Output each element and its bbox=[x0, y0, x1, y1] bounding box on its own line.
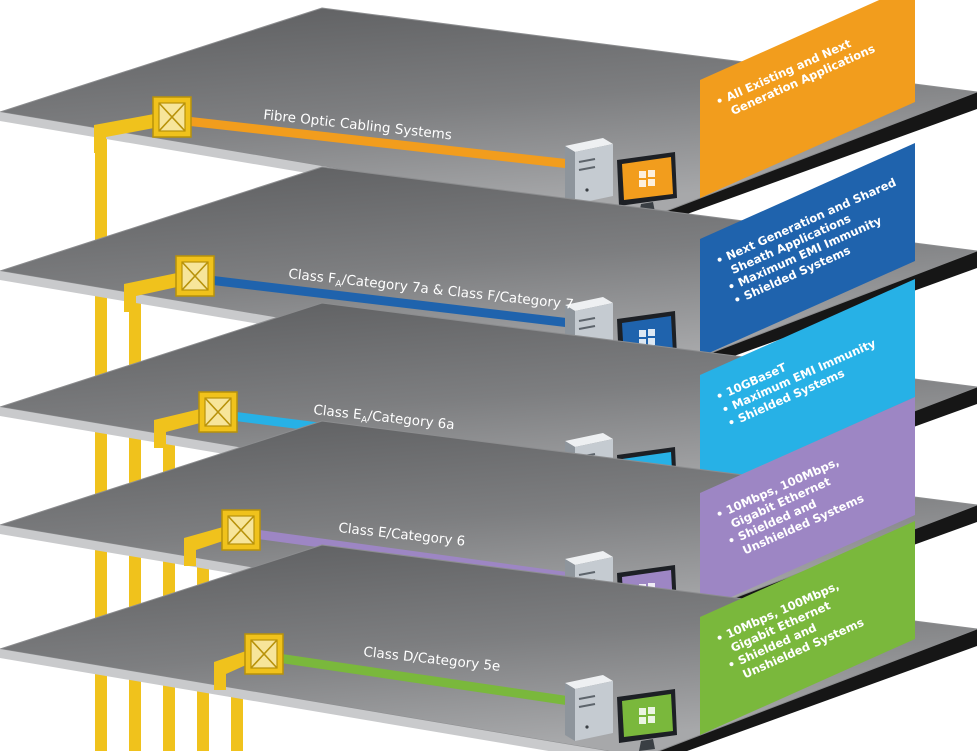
vertical-riser-cable bbox=[95, 669, 107, 751]
patch-panel-cross bbox=[227, 515, 255, 545]
vertical-riser-cable bbox=[163, 675, 175, 751]
patch-panel-cross bbox=[204, 397, 232, 427]
application-panel bbox=[700, 279, 915, 493]
monitor-stand bbox=[639, 739, 655, 751]
horizontal-cable bbox=[208, 275, 571, 328]
window-logo-pane bbox=[648, 170, 655, 177]
riser-shoulder-cable bbox=[124, 273, 177, 312]
window-logo-pane bbox=[648, 338, 655, 345]
window-logo-pane bbox=[648, 179, 655, 186]
vertical-riser-cable bbox=[197, 678, 209, 751]
riser-shoulder-cable bbox=[154, 409, 200, 448]
tower-drive-bay bbox=[578, 571, 596, 576]
window-logo-pane bbox=[648, 707, 655, 714]
application-panel bbox=[700, 397, 915, 611]
monitor-icon bbox=[617, 689, 677, 751]
tower-drive-bay bbox=[578, 317, 596, 322]
window-logo-pane bbox=[639, 708, 646, 715]
application-panel bbox=[700, 143, 915, 357]
tower-drive-bay bbox=[578, 703, 596, 708]
layer-title-part: Class F bbox=[288, 266, 337, 287]
tower-side bbox=[565, 683, 575, 741]
layer-title-subscript: A bbox=[335, 279, 343, 290]
monitor-screen bbox=[622, 694, 673, 737]
vertical-riser-cable bbox=[129, 672, 141, 751]
monitor-screen bbox=[622, 157, 673, 200]
patch-panel-icon bbox=[152, 96, 192, 138]
patch-panel-icon bbox=[198, 391, 238, 433]
tower-drive-bay bbox=[578, 695, 596, 700]
monitor-icon bbox=[617, 152, 677, 214]
tower-top bbox=[565, 551, 613, 565]
window-logo-icon bbox=[639, 707, 655, 724]
application-panel bbox=[700, 0, 915, 198]
patch-panel-icon bbox=[244, 633, 284, 675]
application-panel bbox=[700, 521, 915, 735]
layer-shadow bbox=[643, 92, 977, 230]
riser-shoulder-cable bbox=[214, 651, 246, 690]
window-logo-pane bbox=[639, 339, 646, 346]
computer-tower-icon bbox=[565, 138, 613, 204]
window-logo-pane bbox=[648, 583, 655, 590]
patch-panel-icon bbox=[221, 509, 261, 551]
patch-panel-cross bbox=[250, 639, 278, 669]
window-logo-pane bbox=[648, 329, 655, 336]
patch-panel-cross bbox=[181, 261, 209, 291]
riser-shoulder-cable bbox=[94, 114, 154, 153]
tower-drive-bay bbox=[578, 166, 596, 171]
patch-panel-icon bbox=[175, 255, 215, 297]
layer-title-part: Class E bbox=[313, 402, 363, 423]
layer-title-subscript: A bbox=[360, 415, 368, 426]
riser-shoulder-cable bbox=[184, 527, 223, 566]
tower-drive-bay bbox=[578, 158, 596, 163]
tower-drive-bay bbox=[578, 325, 596, 330]
horizontal-cable bbox=[185, 116, 571, 169]
tower-top bbox=[565, 675, 613, 689]
window-logo-pane bbox=[648, 716, 655, 723]
layer-plate-edge bbox=[0, 649, 632, 755]
tower-top bbox=[565, 297, 613, 311]
window-logo-pane bbox=[639, 171, 646, 178]
horizontal-cable bbox=[277, 653, 571, 706]
tower-top bbox=[565, 138, 613, 152]
tower-top bbox=[565, 433, 613, 447]
window-logo-icon bbox=[639, 170, 655, 187]
tower-side bbox=[565, 146, 575, 204]
patch-panel-cross bbox=[158, 102, 186, 132]
tower-front bbox=[575, 681, 613, 741]
window-logo-pane bbox=[639, 717, 646, 724]
computer-tower-icon bbox=[565, 675, 613, 741]
tower-power-light bbox=[585, 188, 589, 192]
window-logo-icon bbox=[639, 329, 655, 346]
window-logo-pane bbox=[639, 180, 646, 187]
tower-front bbox=[575, 144, 613, 204]
window-logo-pane bbox=[639, 330, 646, 337]
tower-power-light bbox=[585, 725, 589, 729]
